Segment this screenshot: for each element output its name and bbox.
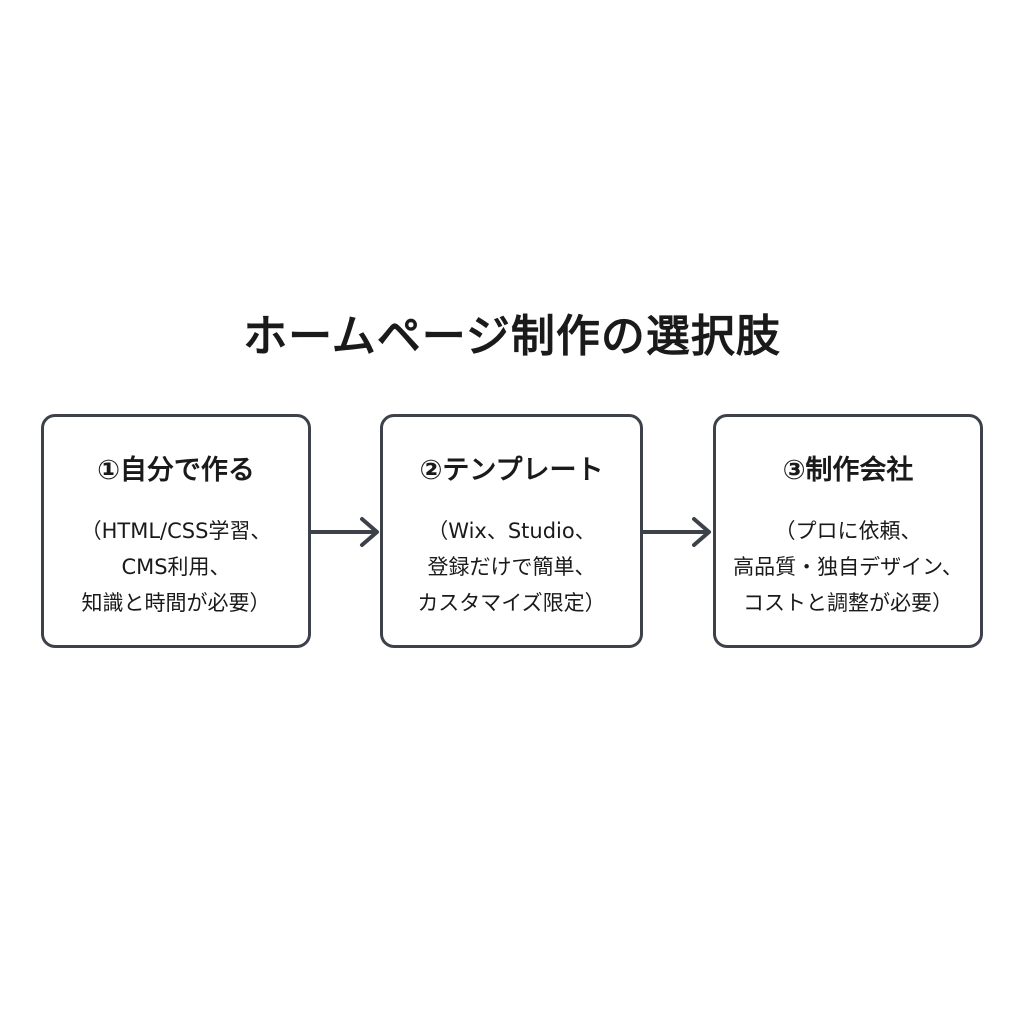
description-line: コストと調整が必要） [743,591,953,615]
description-line: （HTML/CSS学習、 [80,519,272,543]
option-box-agency: ③制作会社 （プロに依頼、 高品質・独自デザイン、 コストと調整が必要） [713,414,983,648]
description-line: CMS利用、 [121,555,231,579]
description-line: （プロに依頼、 [774,519,922,543]
option-description: （Wix、Studio、 登録だけで簡単、 カスタマイズ限定） [377,513,646,621]
description-line: （Wix、Studio、 [427,519,596,543]
option-box-diy: ①自分で作る （HTML/CSS学習、 CMS利用、 知識と時間が必要） [41,414,311,648]
option-heading: ②テンプレート [419,455,604,486]
diagram-title: ホームページ制作の選択肢 [243,311,781,362]
description-line: 高品質・独自デザイン、 [733,555,963,579]
description-line: 知識と時間が必要） [81,591,271,615]
option-box-template: ②テンプレート （Wix、Studio、 登録だけで簡単、 カスタマイズ限定） [380,414,643,648]
option-heading: ③制作会社 [782,455,914,486]
description-line: 登録だけで簡単、 [427,555,596,579]
option-heading: ①自分で作る [97,455,255,486]
right-arrow-icon [642,517,711,547]
right-arrow-icon [310,517,379,547]
option-description: （HTML/CSS学習、 CMS利用、 知識と時間が必要） [38,513,314,621]
description-line: カスタマイズ限定） [417,591,606,615]
option-description: （プロに依頼、 高品質・独自デザイン、 コストと調整が必要） [710,513,986,621]
